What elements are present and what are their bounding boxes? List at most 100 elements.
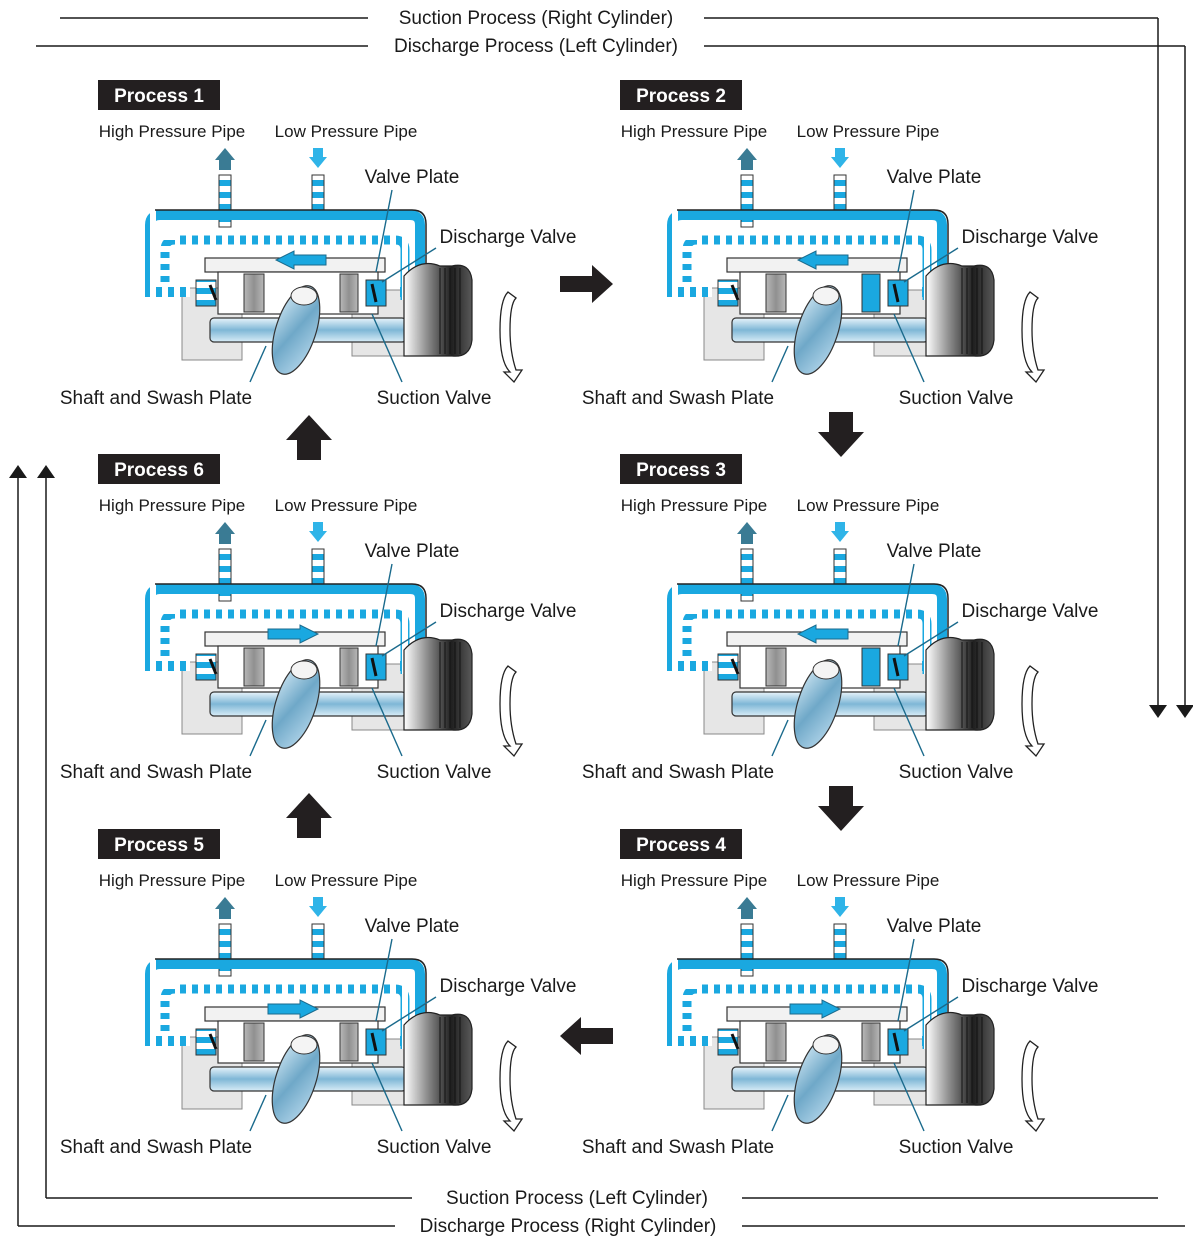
low-pressure-pipe-label: Low Pressure Pipe xyxy=(797,871,940,890)
left-refrigerant-line xyxy=(672,589,712,666)
high-pressure-arrowhead-icon xyxy=(737,897,757,909)
low-pressure-pipe xyxy=(834,924,846,964)
discharge-valve-label: Discharge Valve xyxy=(440,601,577,622)
pulley xyxy=(404,264,472,357)
process-title: Process 3 xyxy=(636,460,726,481)
shaft-leader xyxy=(772,346,788,382)
left-piston xyxy=(766,1023,786,1061)
left-refrigerant-line xyxy=(150,589,190,666)
low-pressure-arrow-icon xyxy=(835,148,845,157)
inner-left-line xyxy=(687,989,697,1034)
rotation-arrow-icon xyxy=(500,1041,522,1131)
flow-label-bottom1: Suction Process (Left Cylinder) xyxy=(446,1188,708,1209)
process-title: Process 4 xyxy=(636,835,726,856)
low-pressure-pipe xyxy=(834,549,846,589)
flow-label-top1: Suction Process (Right Cylinder) xyxy=(399,8,674,29)
left-piston xyxy=(766,274,786,312)
high-pressure-arrowhead-icon xyxy=(215,148,235,160)
valve-plate-label: Valve Plate xyxy=(365,167,460,188)
low-pressure-arrowhead-icon xyxy=(309,531,327,542)
shaft-leader xyxy=(250,720,266,756)
suction-valve-label: Suction Valve xyxy=(899,388,1014,409)
inner-left-line xyxy=(165,989,175,1034)
inner-left-line xyxy=(165,614,175,659)
process-title: Process 2 xyxy=(636,86,726,107)
arrow-up-icon xyxy=(286,415,332,460)
high-pressure-pipe-label: High Pressure Pipe xyxy=(99,122,245,141)
suction-valve-label: Suction Valve xyxy=(377,1137,492,1158)
left-piston xyxy=(244,1023,264,1061)
process-panel-2: Process 2 High Pressure Pipe Low Pressure … xyxy=(582,80,1099,409)
high-pressure-pipe-label: High Pressure Pipe xyxy=(99,871,245,890)
suction-valve-label: Suction Valve xyxy=(377,388,492,409)
process-panels: Process 1High Pressure PipeLow Pressure … xyxy=(60,80,1099,1158)
arrow-right-icon xyxy=(560,265,613,303)
arrowhead-up-icon xyxy=(9,465,27,478)
low-pressure-pipe xyxy=(312,175,324,215)
shaft-swash-plate-label: Shaft and Swash Plate xyxy=(582,1137,774,1158)
left-refrigerant-line xyxy=(672,964,712,1041)
high-pressure-pipe-label: High Pressure Pipe xyxy=(621,122,767,141)
shaft-swash-plate-label: Shaft and Swash Plate xyxy=(582,388,774,409)
high-pressure-arrow-icon xyxy=(741,909,753,919)
left-refrigerant-line xyxy=(150,215,190,292)
high-pressure-arrowhead-icon xyxy=(215,522,235,534)
valve-plate-label: Valve Plate xyxy=(887,167,982,188)
shaft-leader xyxy=(772,1095,788,1131)
left-piston xyxy=(766,648,786,686)
shoe xyxy=(813,1036,839,1054)
shaft-swash-plate-label: Shaft and Swash Plate xyxy=(60,762,252,783)
discharge-valve-label: Discharge Valve xyxy=(440,227,577,248)
rotation-arrow-icon xyxy=(1022,1041,1044,1131)
rotation-arrow-icon xyxy=(500,292,522,382)
left-refrigerant-line xyxy=(672,215,712,292)
low-pressure-arrowhead-icon xyxy=(831,157,849,168)
high-pressure-arrow-icon xyxy=(741,160,753,170)
shoe xyxy=(291,1036,317,1054)
low-pressure-pipe-label: Low Pressure Pipe xyxy=(275,122,418,141)
low-pressure-pipe xyxy=(312,549,324,589)
pulley xyxy=(404,638,472,731)
low-pressure-arrowhead-icon xyxy=(309,157,327,168)
low-pressure-pipe xyxy=(312,924,324,964)
arrowhead-down-icon xyxy=(1149,705,1167,718)
low-pressure-arrowhead-icon xyxy=(831,531,849,542)
inner-left-line xyxy=(165,240,175,285)
discharge-valve-label: Discharge Valve xyxy=(440,976,577,997)
inner-left-line xyxy=(687,240,697,285)
right-piston xyxy=(862,274,880,312)
high-pressure-arrowhead-icon xyxy=(215,897,235,909)
flow-label-bottom2: Discharge Process (Right Cylinder) xyxy=(420,1216,717,1237)
low-pressure-arrowhead-icon xyxy=(309,906,327,917)
discharge-valve-label: Discharge Valve xyxy=(962,601,1099,622)
rotation-arrow-icon xyxy=(500,666,522,756)
valve-plate-label: Valve Plate xyxy=(887,916,982,937)
suction-valve-label: Suction Valve xyxy=(899,1137,1014,1158)
high-pressure-arrow-icon xyxy=(219,909,231,919)
right-piston xyxy=(862,648,880,686)
process-title: Process 1 xyxy=(114,86,204,107)
shaft-leader xyxy=(250,1095,266,1131)
process-panel-1: Process 1 High Pressure Pipe Low Pressure … xyxy=(60,80,577,409)
high-pressure-arrow-icon xyxy=(219,534,231,544)
inner-left-line xyxy=(687,614,697,659)
arrow-left-icon xyxy=(560,1017,613,1055)
pulley xyxy=(926,638,994,731)
flow-label-top2: Discharge Process (Left Cylinder) xyxy=(394,36,678,57)
arrowhead-down-icon xyxy=(1176,705,1193,718)
pulley xyxy=(404,1013,472,1106)
left-piston xyxy=(244,648,264,686)
shaft-swash-plate-label: Shaft and Swash Plate xyxy=(582,762,774,783)
shoe xyxy=(291,287,317,305)
left-piston xyxy=(244,274,264,312)
right-valve-chamber xyxy=(888,280,908,306)
discharge-valve-label: Discharge Valve xyxy=(962,976,1099,997)
low-pressure-pipe-label: Low Pressure Pipe xyxy=(797,122,940,141)
right-piston xyxy=(340,648,358,686)
low-pressure-pipe-label: Low Pressure Pipe xyxy=(797,496,940,515)
low-pressure-arrow-icon xyxy=(835,897,845,906)
right-valve-chamber xyxy=(888,1029,908,1055)
shoe xyxy=(291,661,317,679)
